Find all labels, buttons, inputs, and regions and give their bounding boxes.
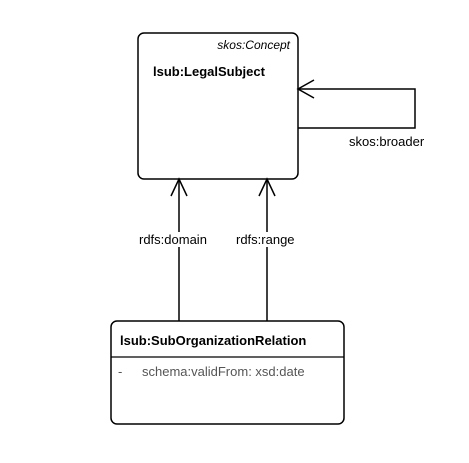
- attribute-visibility: -: [118, 364, 123, 379]
- broader-association-label: skos:broader: [349, 134, 425, 149]
- domain-association-label: rdfs:domain: [139, 232, 207, 247]
- broader-association-line[interactable]: [298, 88, 416, 129]
- sub-org-relation-class-box[interactable]: [110, 320, 345, 425]
- legal-subject-stereotype: skos:Concept: [217, 38, 290, 52]
- broader-arrowhead: [296, 79, 315, 99]
- attribute-valid-from[interactable]: schema:validFrom: xsd:date: [142, 364, 305, 379]
- sub-org-relation-class-name: lsub:SubOrganizationRelation: [120, 333, 307, 348]
- domain-arrowhead: [170, 177, 188, 197]
- range-arrowhead: [258, 177, 276, 197]
- range-association-label: rdfs:range: [236, 232, 295, 247]
- legal-subject-class-name: lsub:LegalSubject: [153, 64, 265, 79]
- legal-subject-class-box[interactable]: [137, 32, 299, 180]
